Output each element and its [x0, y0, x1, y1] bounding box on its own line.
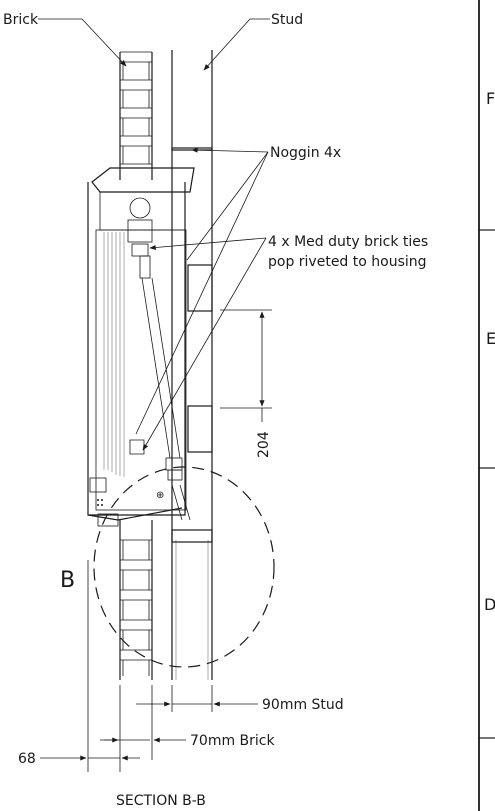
- stud-label: Stud: [271, 12, 303, 28]
- brick-column-top: [119, 51, 153, 180]
- hose-assembly: ⊕: [127, 197, 191, 521]
- brick-column-bottom: [119, 520, 153, 680]
- detail-circle: [93, 466, 275, 668]
- brick-ties-label-line1: 4 x Med duty brick ties: [268, 234, 428, 250]
- brick-width-label: 70mm Brick: [190, 733, 275, 749]
- noggin-leader: [135, 147, 269, 435]
- drawing-frame: [478, 0, 495, 811]
- gap-dimension-label: 68: [18, 751, 36, 767]
- brick-label: Brick: [3, 12, 39, 28]
- bottom-extension-lines: [87, 560, 213, 772]
- zone-letter-e: E: [486, 329, 495, 348]
- housing: [87, 167, 195, 527]
- stud-leader: [203, 18, 270, 71]
- section-marker: B: [60, 568, 75, 593]
- dimension-204: [220, 309, 272, 422]
- zone-letter-d: D: [484, 595, 495, 614]
- dimension-204-label: 204: [256, 431, 272, 458]
- stud-column: [171, 50, 213, 680]
- brick-leader: [38, 18, 127, 67]
- svg-text:⊕: ⊕: [156, 490, 164, 501]
- brick-ties-label-line2: pop riveted to housing: [268, 254, 427, 270]
- section-title: SECTION B-B: [116, 793, 206, 809]
- noggin-label: Noggin 4x: [270, 145, 341, 161]
- zone-letter-f: F: [486, 89, 495, 108]
- stud-width-label: 90mm Stud: [262, 697, 344, 713]
- brick-ties-leader: [142, 237, 267, 451]
